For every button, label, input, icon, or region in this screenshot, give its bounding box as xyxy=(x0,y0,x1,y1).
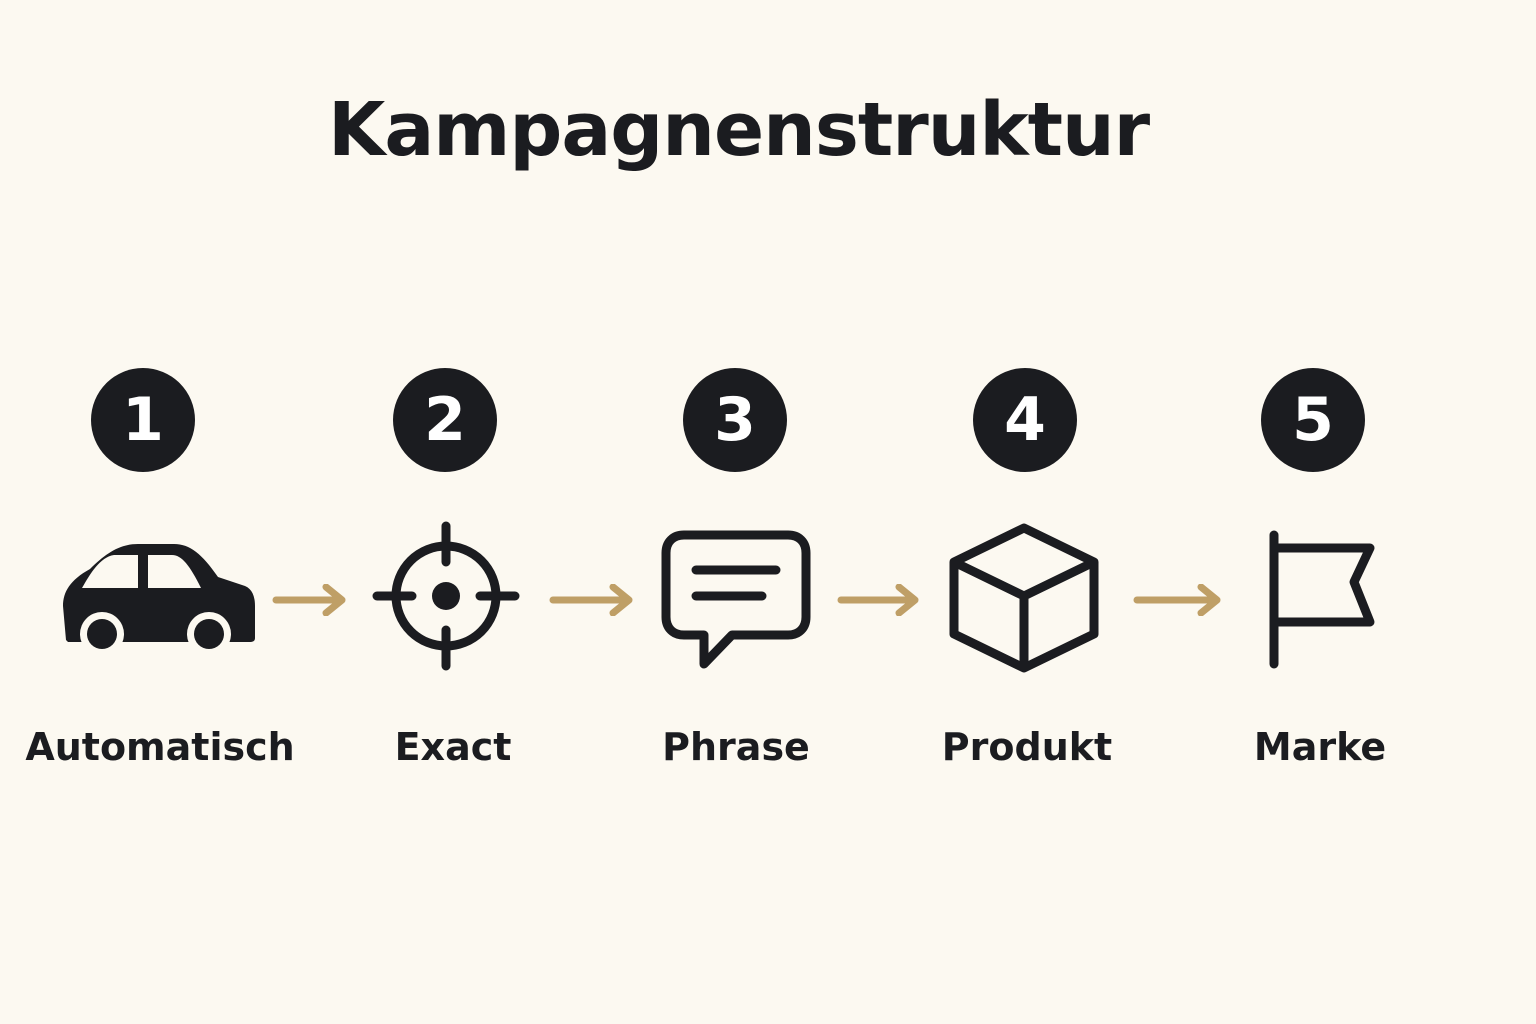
step-1-label: Automatisch xyxy=(25,725,295,769)
step-2-to-3-arrow-icon xyxy=(549,584,637,616)
step-3-to-4-arrow-icon xyxy=(837,584,923,616)
cube-icon xyxy=(948,522,1100,674)
diagram-title: Kampagnenstruktur xyxy=(328,87,1150,173)
crosshair-icon xyxy=(372,521,520,671)
step-5-number-badge: 5 xyxy=(1261,368,1365,472)
car-icon xyxy=(60,544,256,656)
step-1-to-2-arrow-icon xyxy=(272,584,350,616)
step-3-label: Phrase xyxy=(662,725,810,769)
step-3-number-badge: 3 xyxy=(683,368,787,472)
step-5-label: Marke xyxy=(1253,725,1387,769)
flag-icon xyxy=(1266,530,1378,670)
step-2-number-badge: 2 xyxy=(393,368,497,472)
step-4-to-5-arrow-icon xyxy=(1133,584,1225,616)
step-1-number-badge: 1 xyxy=(91,368,195,472)
step-4-label: Produkt xyxy=(941,725,1113,769)
step-2-label: Exact xyxy=(394,725,512,769)
step-4-number-badge: 4 xyxy=(973,368,1077,472)
speech-bubble-icon xyxy=(661,530,811,670)
